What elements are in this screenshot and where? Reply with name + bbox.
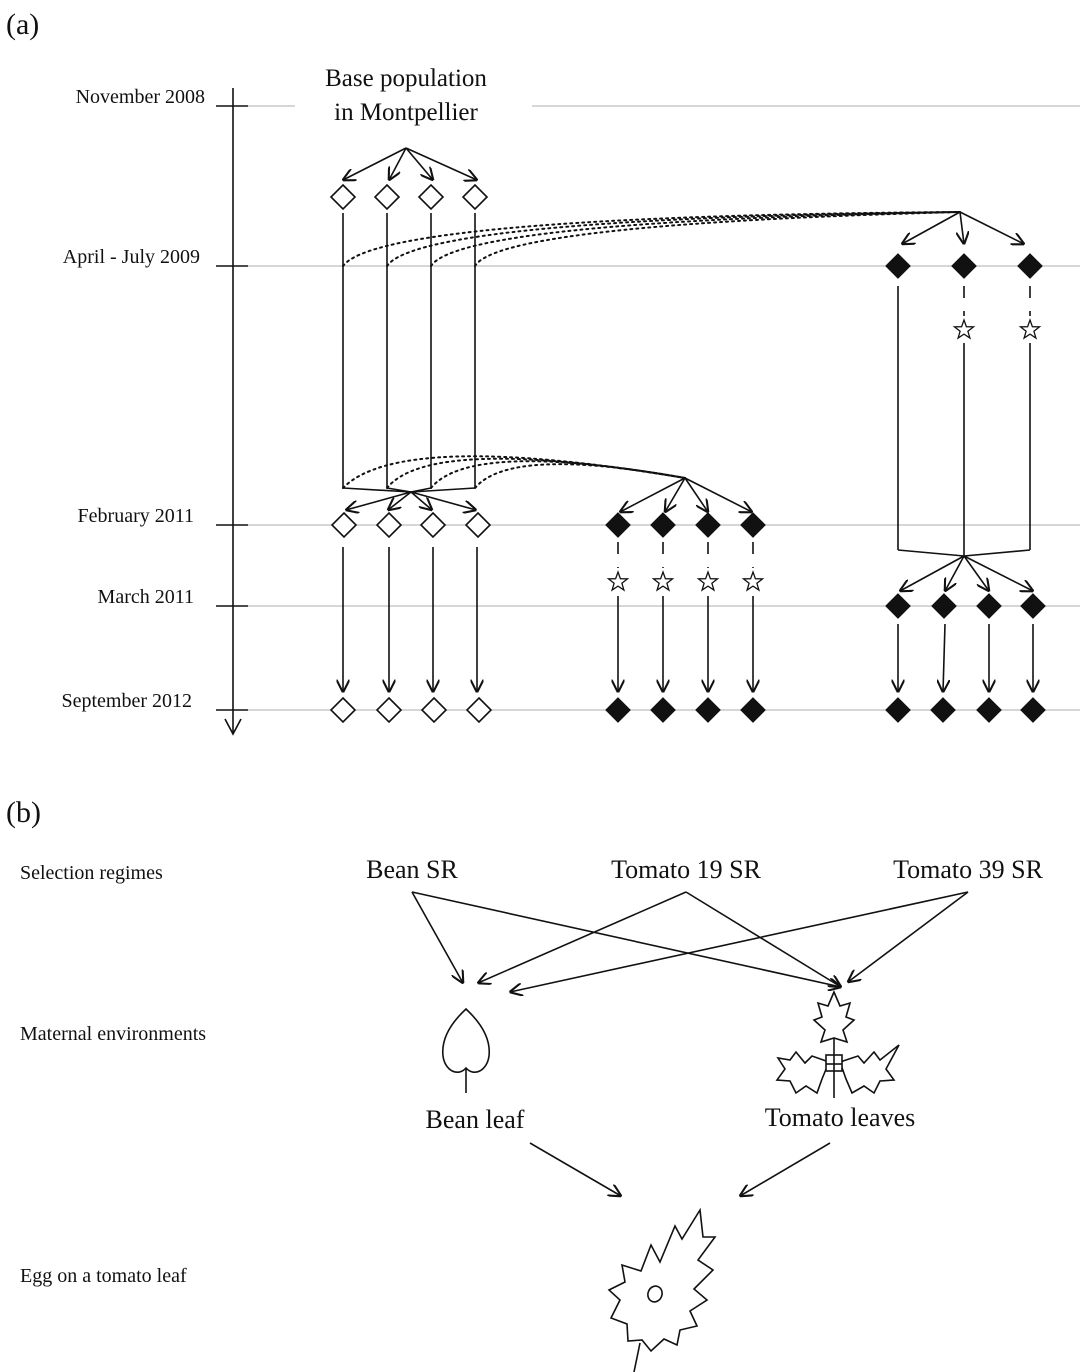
tomato19-fan — [620, 477, 752, 512]
filled-diamond — [695, 697, 721, 723]
tomato19-stars — [607, 571, 764, 591]
time-label-feb-2011: February 2011 — [78, 505, 194, 527]
star-icon — [697, 571, 719, 591]
time-axis-arrowhead — [224, 718, 242, 736]
filled-diamond — [885, 253, 911, 279]
open-diamond — [329, 183, 357, 211]
open-diamond — [330, 511, 358, 539]
filled-diamond — [885, 593, 911, 619]
filled-diamond — [931, 593, 957, 619]
regime-label-tomato19: Tomato 19 SR — [611, 855, 762, 884]
environment-label-bean-leaf: Bean leaf — [426, 1105, 525, 1134]
tomato39-replicates-2009 — [885, 253, 1043, 279]
tomato19-lineages-to-2012 — [618, 596, 753, 692]
tomato19-dashed-links — [617, 542, 754, 568]
open-diamond — [329, 696, 357, 724]
star-icon — [742, 571, 764, 591]
star-icon — [652, 571, 674, 591]
regime-label-bean: Bean SR — [366, 855, 458, 884]
bean-lineages-2011-2012 — [343, 547, 477, 692]
bean-replicates-2009 — [329, 183, 489, 211]
tomato-leaves-icon — [775, 989, 900, 1098]
bean-lineages-2009-2011 — [342, 213, 476, 488]
open-diamond — [373, 183, 401, 211]
egg-on-tomato-leaf-icon — [607, 1207, 717, 1372]
open-diamond — [375, 511, 403, 539]
filled-diamond — [1020, 593, 1046, 619]
row-label-maternal-environments: Maternal environments — [20, 1023, 206, 1045]
filled-diamond — [976, 593, 1002, 619]
dotted-links-to-tomato19 — [342, 455, 686, 489]
base-population-fan — [343, 147, 477, 180]
filled-diamond — [976, 697, 1002, 723]
tomato39-lineages-2011-2012 — [898, 623, 1033, 692]
filled-diamond — [695, 512, 721, 538]
time-label-sep-2012: September 2012 — [61, 690, 192, 712]
bean-fan-2011 — [342, 487, 476, 510]
bean-replicates-2012 — [329, 696, 493, 724]
dotted-links-to-tomato39 — [342, 211, 961, 267]
tomato39-fan-2011 — [900, 555, 1033, 591]
row-label-selection-regimes: Selection regimes — [20, 862, 163, 884]
tomato19-replicates-2011 — [605, 512, 766, 538]
open-diamond — [419, 511, 447, 539]
filled-diamond — [740, 512, 766, 538]
filled-diamond — [930, 697, 956, 723]
tomato39-stars — [953, 319, 1041, 339]
open-diamond — [417, 183, 445, 211]
environment-to-egg-arrows — [529, 1142, 831, 1196]
filled-diamond — [605, 697, 631, 723]
filled-diamond — [605, 512, 631, 538]
bean-replicates-2011 — [330, 511, 492, 539]
open-diamond — [465, 696, 493, 724]
star-icon — [607, 571, 629, 591]
filled-diamond — [650, 512, 676, 538]
regime-label-tomato39: Tomato 39 SR — [893, 855, 1044, 884]
filled-diamond — [650, 697, 676, 723]
filled-diamond — [1017, 253, 1043, 279]
panel-a-label: (a) — [6, 8, 39, 41]
open-diamond — [464, 511, 492, 539]
time-label-apr-2009: April - July 2009 — [63, 246, 200, 268]
environment-label-tomato-leaves: Tomato leaves — [765, 1103, 916, 1132]
time-label-mar-2011: March 2011 — [98, 586, 194, 608]
filled-diamond — [1020, 697, 1046, 723]
tomato39-lineages-2009-2011 — [897, 286, 1031, 557]
panel-b-label: (b) — [6, 796, 41, 829]
regime-to-environment-arrows — [411, 891, 969, 992]
open-diamond — [375, 696, 403, 724]
time-axis — [216, 88, 248, 736]
filled-diamond — [885, 697, 911, 723]
tomato39-replicates-2011 — [885, 593, 1046, 619]
open-diamond — [461, 183, 489, 211]
tomato39-replicates-2012 — [885, 697, 1046, 723]
star-icon — [953, 319, 975, 339]
timeline-gridlines — [248, 105, 1080, 711]
time-label-nov-2008: November 2008 — [76, 86, 205, 108]
star-icon — [1019, 319, 1041, 339]
base-population-label-line1: Base population — [325, 65, 487, 92]
tomato39-fan — [902, 211, 1024, 244]
egg-icon — [647, 1285, 663, 1303]
open-diamond — [420, 696, 448, 724]
filled-diamond — [740, 697, 766, 723]
filled-diamond — [951, 253, 977, 279]
row-label-egg: Egg on a tomato leaf — [20, 1265, 187, 1287]
tomato19-replicates-2012 — [605, 697, 766, 723]
bean-leaf-icon — [442, 1007, 490, 1093]
base-population-label-line2: in Montpellier — [334, 99, 478, 126]
